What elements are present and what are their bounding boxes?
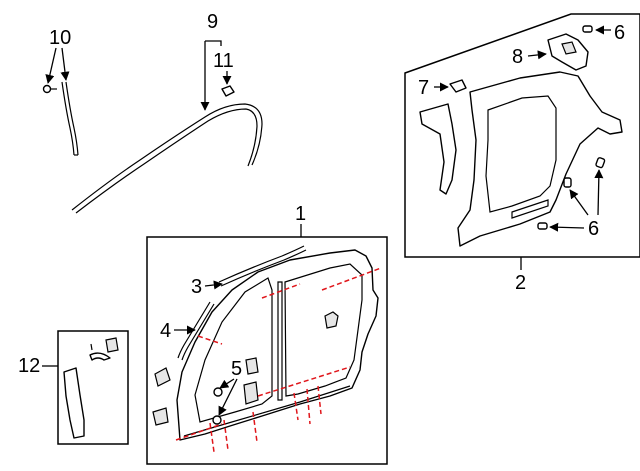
part-11-clip	[221, 85, 235, 97]
callout-label-6-top: 6	[614, 22, 625, 44]
callout-label-10: 10	[49, 27, 71, 49]
part-10-clip	[42, 84, 57, 94]
part-3-rail-molding	[218, 245, 307, 287]
callout-4: 4	[160, 320, 196, 342]
callout-2: 2	[515, 257, 526, 294]
part-10-molding	[42, 81, 79, 156]
part-6-fasteners	[537, 25, 606, 230]
part-7-clip	[449, 79, 467, 93]
callout-label-4: 4	[160, 320, 171, 342]
callout-8: 8	[512, 46, 547, 68]
callout-3: 3	[191, 276, 223, 298]
callout-label-12: 12	[18, 355, 40, 377]
callout-7: 7	[418, 77, 449, 99]
callout-11: 11	[213, 50, 234, 85]
callout-label-11: 11	[213, 50, 234, 72]
reinforcement-bracket-a	[324, 311, 339, 329]
callout-label-8: 8	[512, 46, 523, 68]
loose-bracket-upper	[154, 367, 171, 387]
part-2-quarter-panel	[457, 71, 623, 247]
callout-6-top: 6	[595, 22, 625, 44]
frame-part-2	[404, 13, 640, 258]
callout-label-6-bottom: 6	[588, 218, 599, 240]
callout-6-bottom: 6	[549, 169, 604, 240]
loose-bracket-lower	[152, 407, 169, 426]
part-9-weatherstrip	[71, 103, 263, 214]
frame-part-1	[146, 236, 388, 465]
cut-lines	[175, 267, 382, 453]
reinforcement-bracket-c	[243, 381, 259, 405]
callout-5: 5	[218, 358, 242, 416]
callout-12: 12	[18, 355, 58, 377]
callout-label-2: 2	[515, 272, 526, 294]
callout-label-3: 3	[191, 276, 202, 298]
callout-label-9: 9	[207, 11, 218, 33]
reinforcement-bracket-b	[245, 357, 259, 375]
part-1-body-side-panel	[176, 249, 379, 441]
part-2-inner-pillar	[419, 103, 457, 195]
part-4-pillar-molding	[177, 301, 215, 361]
callout-label-5: 5	[231, 358, 242, 380]
callout-10: 10	[45, 27, 71, 84]
callout-label-7: 7	[418, 77, 429, 99]
part-12-pillar-reinforcement	[63, 337, 119, 439]
part-8-bracket	[547, 33, 589, 71]
part-5-plugs	[212, 387, 223, 425]
callout-1: 1	[295, 203, 306, 237]
frame-part-12	[57, 330, 129, 445]
callout-9: 9	[200, 11, 222, 111]
callout-label-1: 1	[295, 203, 306, 225]
